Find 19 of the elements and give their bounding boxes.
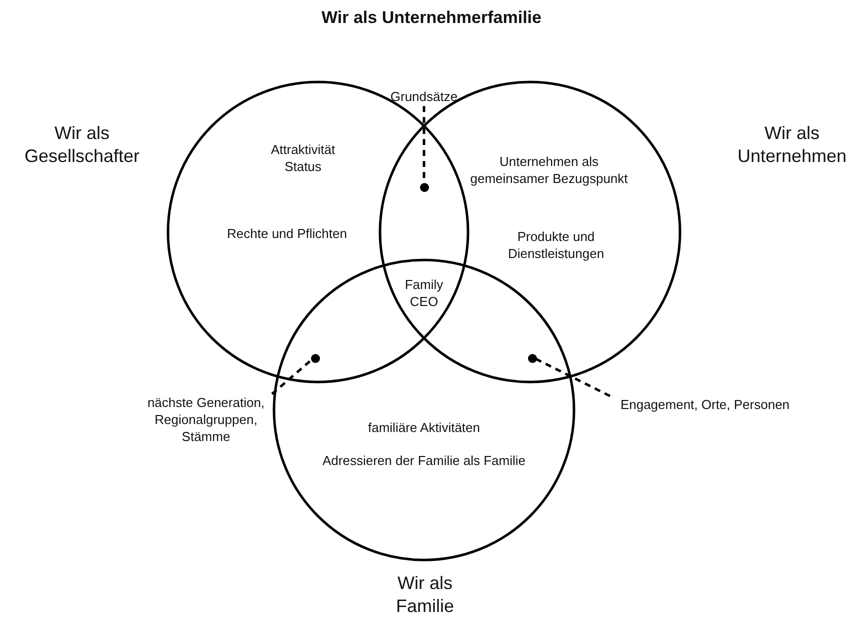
- region-text: Family CEO: [404, 276, 444, 310]
- region-text: Produkte und Dienstleistungen: [506, 228, 606, 262]
- region-text: Adressieren der Familie als Familie: [321, 452, 526, 469]
- leader-dot: [420, 182, 428, 192]
- callout-text: Engagement, Orte, Personen: [619, 396, 791, 413]
- callout-text: Grundsätze: [390, 88, 458, 105]
- leader-line: [271, 359, 312, 395]
- circle-heading: Wir als Unternehmen: [736, 122, 848, 168]
- leader-line: [536, 358, 611, 398]
- region-text: Attraktivität Status: [270, 141, 336, 175]
- circle-heading: Wir als Familie: [394, 572, 455, 618]
- leader-dot: [528, 354, 536, 362]
- region-text: Unternehmen als gemeinsamer Bezugspunkt: [469, 153, 629, 187]
- circle-heading: Wir als Gesellschafter: [23, 122, 141, 168]
- region-text: familiäre Aktivitäten: [367, 419, 481, 436]
- leader-dot: [310, 354, 320, 362]
- region-text: Rechte und Pflichten: [226, 225, 348, 242]
- callout-text: nächste Generation, Regionalgruppen, Stämme: [146, 394, 266, 445]
- diagram-title: Wir als Unternehmerfamilie: [320, 8, 542, 28]
